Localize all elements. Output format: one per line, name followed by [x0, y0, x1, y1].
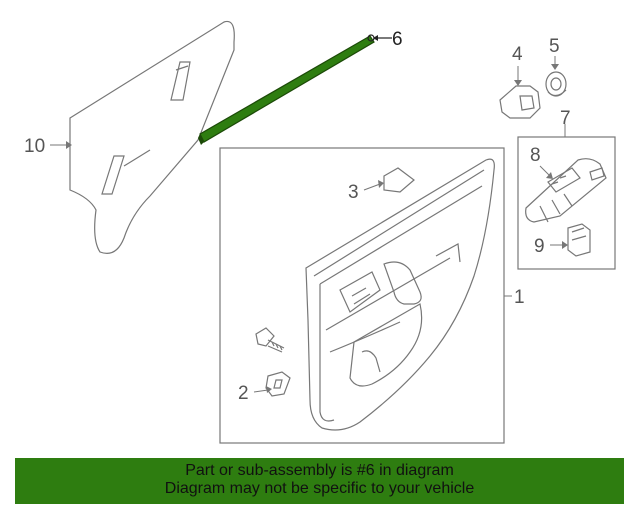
callout-6: 6	[392, 29, 403, 50]
callout-7: 7	[560, 108, 571, 129]
callout-1: 1	[514, 287, 525, 308]
part-6-weatherstrip[interactable]	[198, 34, 375, 145]
banner-line-1: Part or sub-assembly is #6 in diagram	[185, 462, 454, 479]
bolt[interactable]	[255, 327, 285, 353]
part-5-grommet[interactable]	[545, 71, 567, 97]
part-1-door-trim[interactable]	[305, 158, 495, 431]
part-4-bezel[interactable]	[499, 85, 541, 119]
callout-5: 5	[549, 36, 560, 57]
part-8-switch-panel[interactable]	[525, 158, 607, 223]
info-banner: Part or sub-assembly is #6 in diagram Di…	[15, 458, 624, 504]
callout-2: 2	[238, 383, 249, 404]
part-1-box	[219, 147, 505, 444]
callout-9: 9	[534, 236, 545, 257]
callout-10: 10	[24, 136, 45, 157]
part-7-box	[517, 136, 616, 270]
part-3-clip[interactable]	[383, 167, 415, 193]
callout-8: 8	[530, 145, 541, 166]
part-10-glass[interactable]	[69, 20, 235, 254]
banner-line-2: Diagram may not be specific to your vehi…	[164, 480, 475, 497]
part-9-switch[interactable]	[567, 223, 591, 257]
callout-4: 4	[512, 44, 523, 65]
callout-3: 3	[348, 182, 359, 203]
part-2-push-clip[interactable]	[265, 371, 291, 397]
